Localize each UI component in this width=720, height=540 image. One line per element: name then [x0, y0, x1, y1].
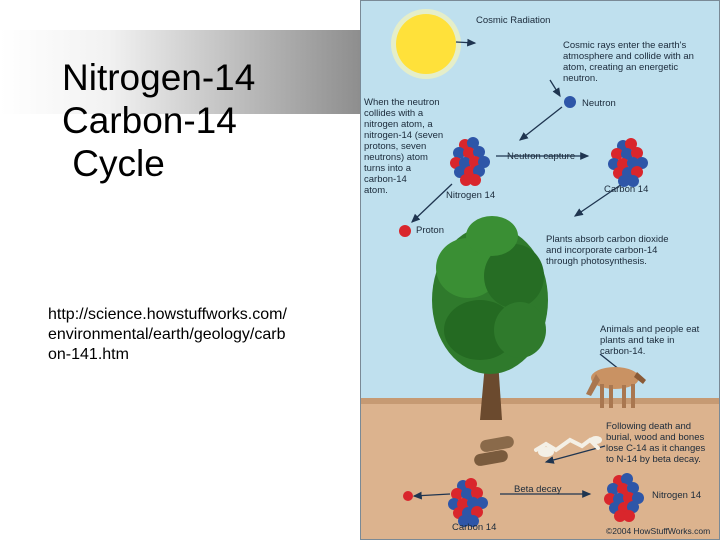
carbon-14-label-top: Carbon 14 — [604, 184, 648, 195]
nitrogen-14-atom-top — [450, 137, 490, 186]
animals-caption: Animals and people eat plants and take i… — [600, 324, 702, 357]
nitrogen-14-label-bottom: Nitrogen 14 — [652, 490, 701, 501]
carbon-14-atom-bottom — [448, 478, 488, 527]
cosmic-radiation-label: Cosmic Radiation — [476, 15, 550, 26]
copyright-label: ©2004 HowStuffWorks.com — [606, 526, 710, 536]
nitrogen-14-label-top: Nitrogen 14 — [446, 190, 495, 201]
horse-illustration — [586, 367, 646, 408]
tree-illustration — [432, 216, 548, 420]
ground-background — [360, 400, 720, 540]
source-url[interactable]: http://science.howstuffworks.com/ enviro… — [48, 306, 287, 363]
neutron-capture-label: Neutron capture — [507, 151, 575, 162]
nitrogen-14-atom-bottom — [604, 473, 644, 522]
cosmic-rays-caption: Cosmic rays enter the earth's atmosphere… — [563, 40, 697, 84]
carbon-14-atom-top — [608, 138, 648, 187]
neutron-label: Neutron — [582, 98, 616, 109]
plants-caption: Plants absorb carbon dioxide and incorpo… — [546, 234, 671, 267]
proton-particle — [399, 225, 411, 237]
emitted-particle — [403, 491, 413, 501]
neutron-particle — [564, 96, 576, 108]
proton-label: Proton — [416, 225, 444, 236]
carbon-14-label-bottom: Carbon 14 — [452, 522, 496, 533]
decay-caption: Following death and burial, wood and bon… — [606, 421, 708, 465]
title-background-band — [0, 30, 360, 114]
carbon-cycle-diagram: Cosmic Radiation Cosmic rays enter the e… — [360, 0, 720, 540]
sun-icon — [391, 9, 461, 79]
slide-title: Nitrogen-14 Carbon-14 Cycle — [62, 57, 256, 184]
neutron-collision-caption: When the neutron collides with a nitroge… — [364, 97, 446, 196]
buried-logs-illustration — [474, 436, 514, 466]
buried-bones-illustration — [534, 436, 602, 457]
beta-decay-label: Beta decay — [514, 484, 562, 495]
